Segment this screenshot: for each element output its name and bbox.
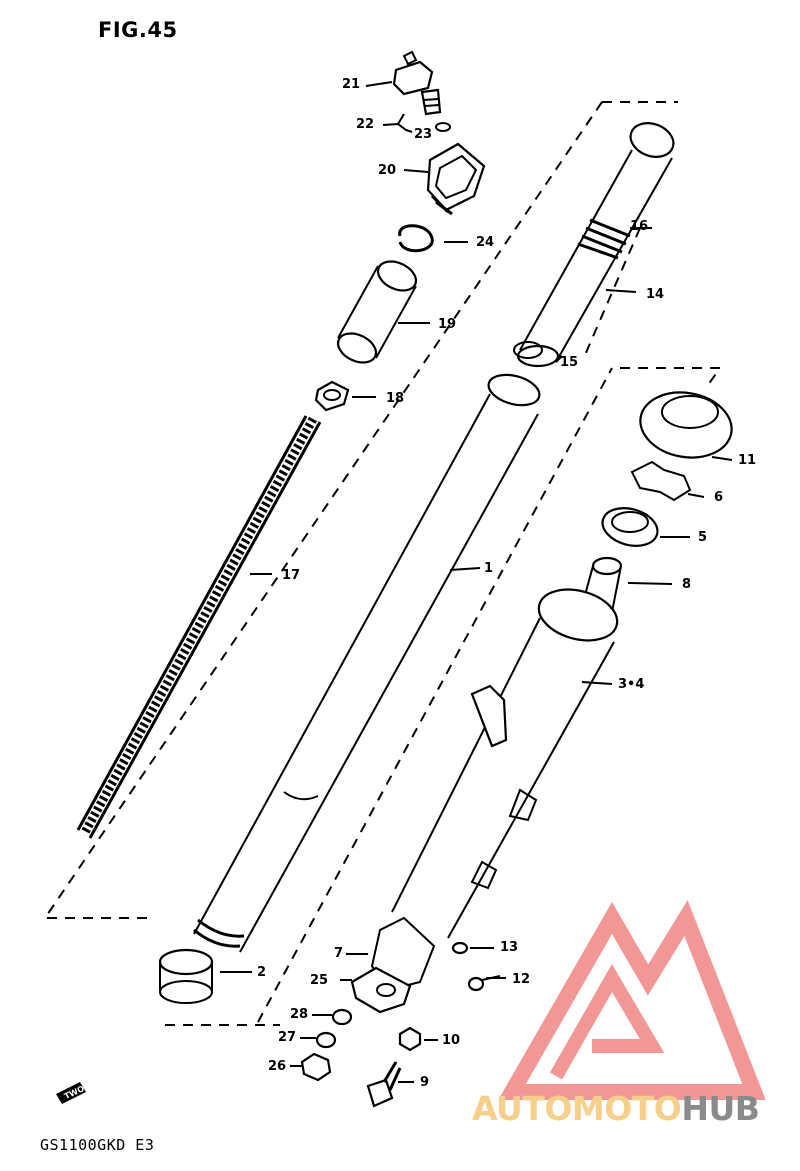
callout-10: 10 <box>442 1033 461 1048</box>
part-13-washer <box>451 941 469 955</box>
callout-21: 21 <box>342 77 361 92</box>
callout-17: 17 <box>282 568 301 583</box>
callout-28: 28 <box>290 1007 309 1022</box>
assembly-boundary-lower-group <box>165 367 722 1026</box>
part-28-washer <box>331 1008 353 1026</box>
part-23-o-ring <box>435 122 451 132</box>
callout-3-4: 3•4 <box>618 677 645 692</box>
part-9-bolt <box>366 1061 402 1108</box>
part-6-clip <box>630 460 692 502</box>
watermark-part-auto: AUTO <box>472 1089 572 1128</box>
part-1-inner-tube <box>193 373 541 953</box>
part-26-nut <box>300 1052 332 1082</box>
watermark-part-moto: MOTO <box>571 1089 682 1128</box>
callout-15: 15 <box>560 355 579 370</box>
model-code: GS1100GKD E3 <box>40 1136 155 1154</box>
leader-lines <box>220 81 733 1083</box>
callout-14: 14 <box>646 287 665 302</box>
callout-20: 20 <box>378 163 397 178</box>
callout-18: 18 <box>386 391 405 406</box>
callout-2: 2 <box>257 965 267 980</box>
callout-26: 26 <box>268 1059 287 1074</box>
part-11-dust-seal <box>639 391 733 459</box>
callout-1: 1 <box>484 561 494 576</box>
callout-22: 22 <box>356 117 375 132</box>
callout-16: 16 <box>630 219 649 234</box>
callout-13: 13 <box>500 940 519 955</box>
watermark-part-hub: HUB <box>681 1089 760 1128</box>
callout-24: 24 <box>476 235 495 250</box>
callout-27: 27 <box>278 1030 297 1045</box>
part-18-spring-seat <box>314 380 350 412</box>
figure-title: FIG.45 <box>98 18 178 42</box>
part-21-cap <box>392 50 434 96</box>
callout-11: 11 <box>738 453 757 468</box>
part-19-spacer <box>336 260 418 364</box>
part-25-axle-holder <box>350 966 412 1014</box>
part-3-4-slider <box>370 588 619 992</box>
part-20-fork-cap <box>426 142 486 216</box>
callout-19: 19 <box>438 317 457 332</box>
callout-23: 23 <box>414 127 433 142</box>
watermark-logo-icon <box>498 900 766 1100</box>
callout-5: 5 <box>698 530 708 545</box>
callout-12: 12 <box>512 972 531 987</box>
direction-badge <box>56 1082 86 1104</box>
callout-6: 6 <box>714 490 724 505</box>
watermark-text: AUTOMOTOHUB <box>472 1089 760 1128</box>
callout-7: 7 <box>334 946 344 961</box>
part-27-washer <box>315 1031 337 1049</box>
part-15-ring <box>513 341 543 359</box>
part-17-fork-spring <box>76 415 322 839</box>
part-14-damper-rod <box>516 122 675 368</box>
assembly-boundary-outer-tube <box>43 101 678 1023</box>
part-2-bushing <box>158 948 214 1004</box>
callout-9: 9 <box>420 1075 430 1090</box>
part-10-nut <box>398 1026 422 1052</box>
part-24-circlip <box>398 224 434 253</box>
part-22-valve <box>420 88 442 116</box>
callout-25: 25 <box>310 973 329 988</box>
callout-8: 8 <box>682 577 692 592</box>
part-5-oil-seal <box>601 507 659 547</box>
